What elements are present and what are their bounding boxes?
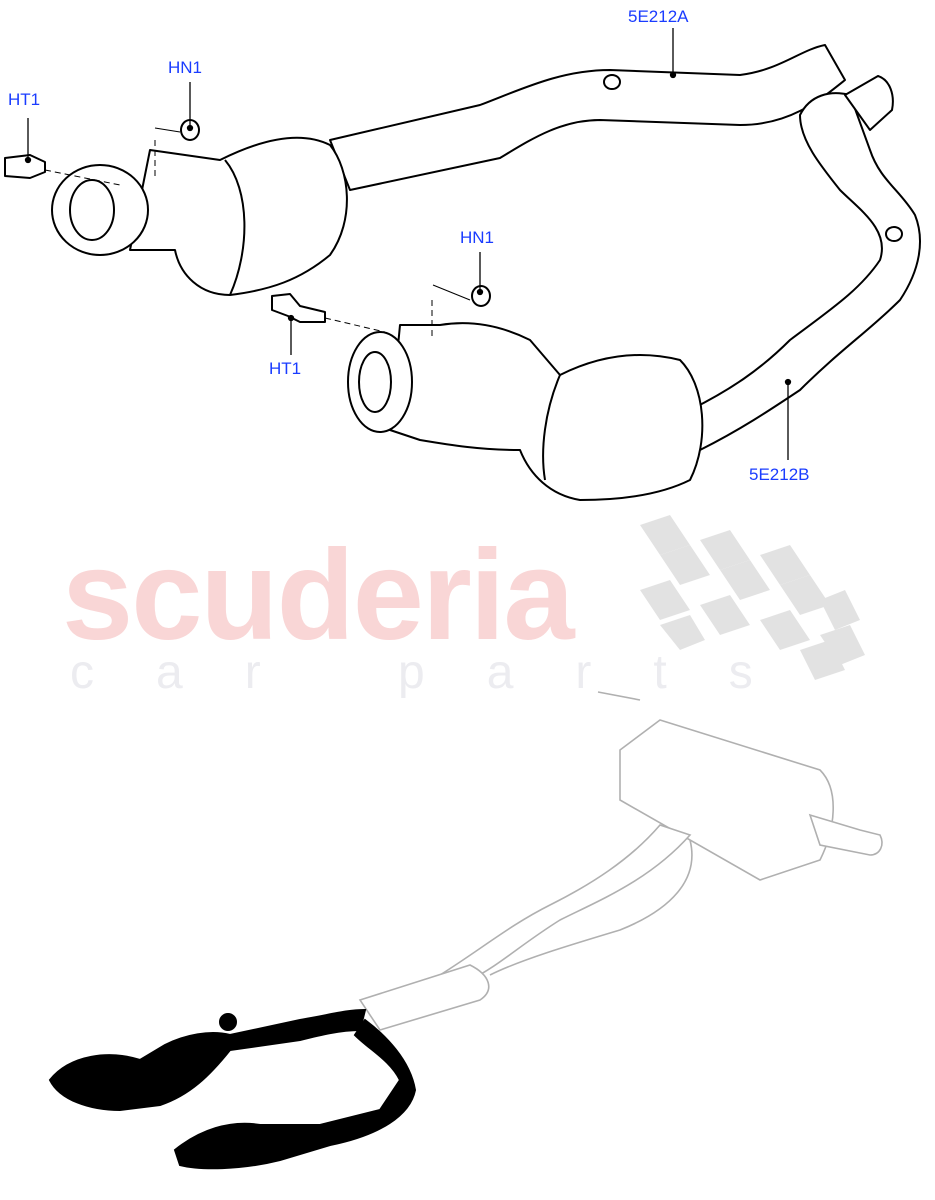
nut-hn1-lower (471, 285, 491, 307)
callout-5e212b[interactable]: 5E212B (749, 465, 810, 484)
callout-5e212a[interactable]: 5E212A (628, 7, 689, 26)
callout-ht1-upper[interactable]: HT1 (8, 90, 41, 109)
pipe-b (689, 92, 921, 451)
pipe-tail (844, 75, 894, 131)
pipe-a (329, 44, 846, 191)
converter-upper (129, 136, 348, 296)
checker-watermark (640, 515, 865, 680)
converter-lower (389, 322, 704, 501)
grommet-2 (885, 226, 903, 242)
highlighted-downpipes (48, 1008, 417, 1170)
rear-silencer (619, 719, 834, 881)
sensor-ht1-upper (4, 154, 46, 179)
watermark-tagline: car parts (70, 646, 815, 699)
callout-hn1-upper[interactable]: HN1 (168, 58, 203, 77)
full-exhaust-context (358, 691, 883, 1031)
callout-hn1-lower[interactable]: HN1 (460, 228, 495, 247)
context-pipe (437, 824, 692, 981)
grommet-1 (603, 74, 621, 90)
leader-lines (24, 28, 792, 460)
centre-box (358, 964, 490, 1031)
downpipe-assembly-5e212 (4, 44, 921, 501)
callout-ht1-lower[interactable]: HT1 (269, 359, 302, 378)
sensor-ht1-lower (271, 293, 326, 323)
watermark-brand: scuderia (62, 524, 574, 667)
